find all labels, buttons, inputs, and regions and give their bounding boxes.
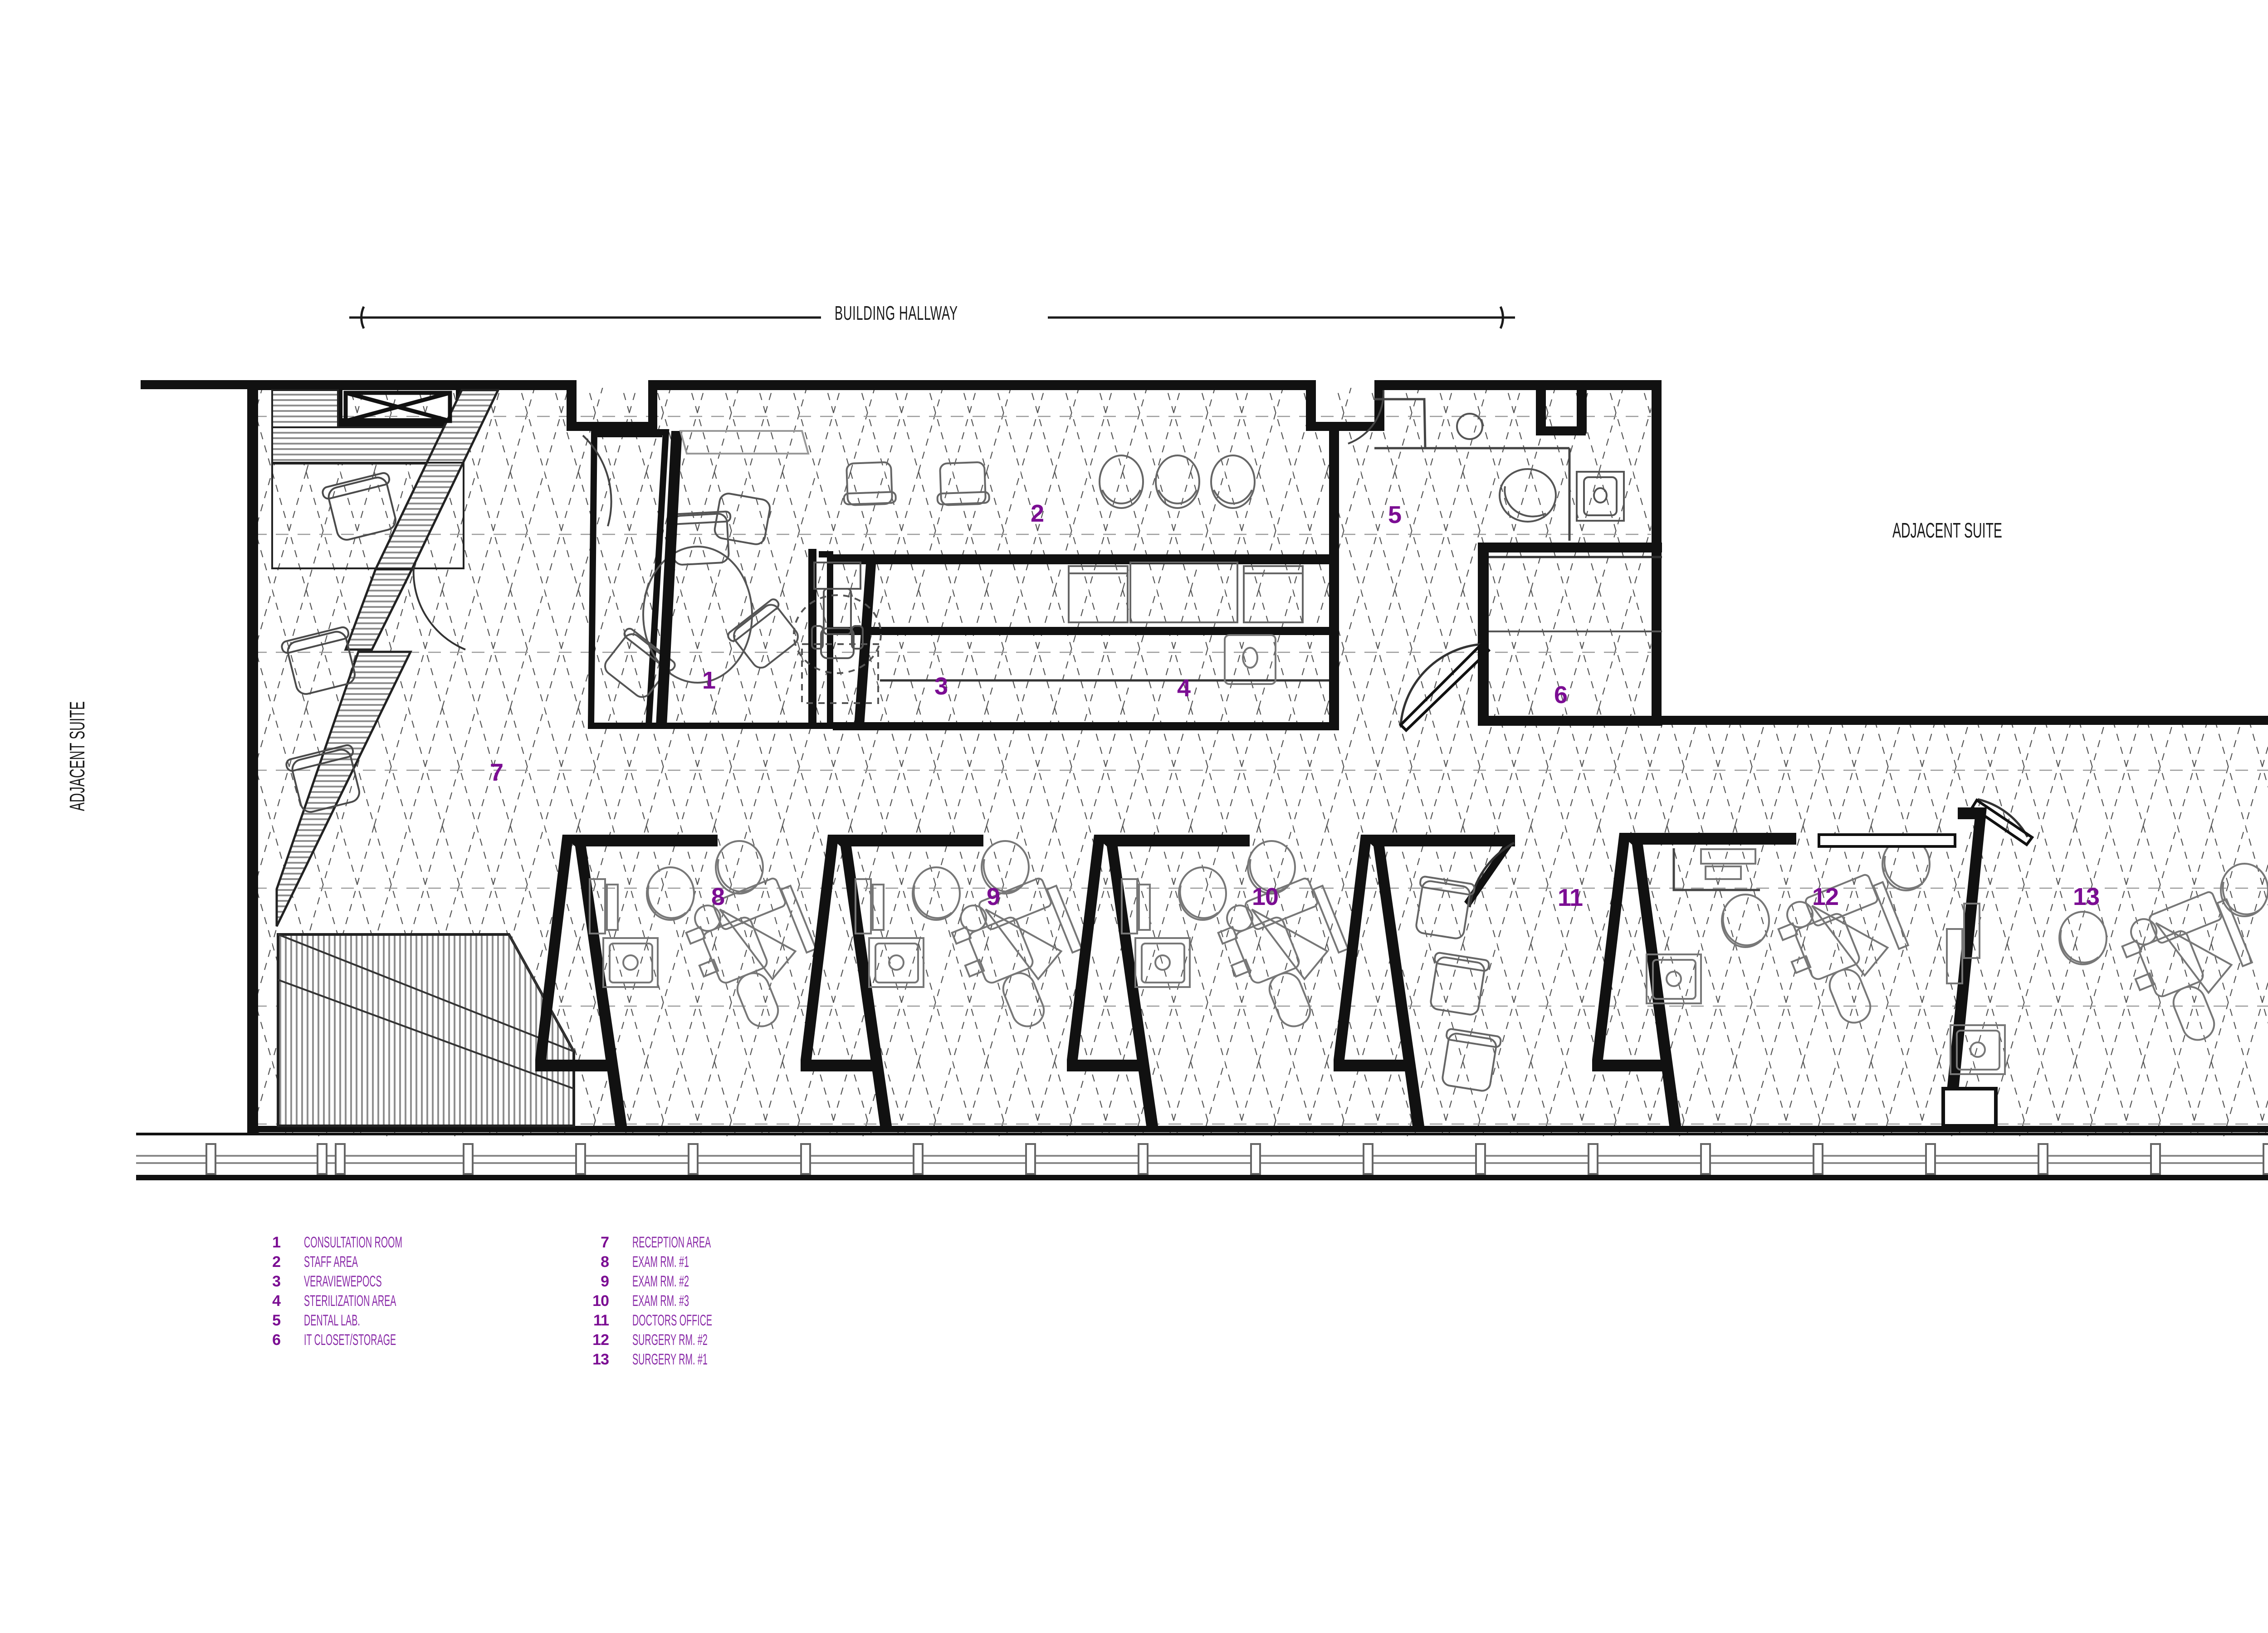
room-number-tag: 8 — [711, 883, 725, 910]
legend-column-1: 1 CONSULTATION ROOM 2 STAFF AREA 3 VERAVIEWEP… — [245, 1234, 474, 1370]
legend-number: 11 — [593, 1312, 609, 1329]
legend-number: 6 — [272, 1331, 281, 1349]
room-dental-lab — [1348, 390, 1625, 541]
legend-row: 9 EXAM RM. #2 — [573, 1273, 770, 1292]
legend-number: 13 — [592, 1351, 609, 1368]
legend-row: 6 IT CLOSET/STORAGE — [245, 1331, 474, 1351]
room-surgery-2 — [1592, 833, 1956, 1126]
lounge-chairs — [281, 472, 466, 813]
room-number-tag: 13 — [2073, 883, 2100, 910]
adjacent-suite-label-right: ADJACENT SUITE — [1892, 518, 2002, 542]
legend-number: 12 — [592, 1331, 609, 1349]
room-number-tag: 4 — [1177, 675, 1191, 702]
legend-column-2: 7 RECEPTION AREA 8 EXAM RM. #1 9 EXAM RM. #2 1… — [573, 1234, 770, 1370]
room-number-tag: 3 — [934, 673, 948, 700]
legend-number: 5 — [272, 1312, 281, 1329]
legend-row: 2 STAFF AREA — [245, 1253, 474, 1273]
legend-label: CONSULTATION ROOM — [304, 1234, 402, 1251]
waiting-bench-wedge — [277, 933, 575, 1127]
legend-label: SURGERY RM. #2 — [632, 1331, 708, 1349]
legend-number: 3 — [272, 1273, 281, 1290]
legend-label: VERAVIEWEPOCS — [304, 1273, 382, 1290]
room-exam-1 — [535, 835, 817, 1126]
legend-label: RECEPTION AREA — [632, 1234, 711, 1251]
legend-label: DENTAL LAB. — [304, 1312, 360, 1329]
legend-row: 3 VERAVIEWEPOCS — [245, 1273, 474, 1292]
exterior-walls — [141, 380, 2268, 1134]
room-number-tag: 10 — [1252, 883, 1279, 910]
legend-number: 1 — [272, 1234, 281, 1251]
legend-label: STERILIZATION AREA — [304, 1292, 396, 1310]
legend-number: 8 — [601, 1253, 609, 1271]
room-number-tag: 11 — [1558, 884, 1583, 911]
room-number-tag: 12 — [1812, 883, 1839, 910]
legend-label: EXAM RM. #2 — [632, 1273, 689, 1290]
interior-partitions — [656, 431, 1339, 730]
bottom-curtain-wall — [136, 1133, 2268, 1180]
room-number-tag: 9 — [987, 883, 1000, 910]
legend-label: STAFF AREA — [304, 1253, 358, 1271]
room-number-tag: 7 — [490, 759, 503, 786]
legend-row: 5 DENTAL LAB. — [245, 1312, 474, 1331]
legend-number: 4 — [272, 1292, 281, 1310]
legend-row: 8 EXAM RM. #1 — [573, 1253, 770, 1273]
legend-row: 11 DOCTORS OFFICE — [573, 1312, 770, 1331]
room-number-tag: 5 — [1388, 501, 1402, 528]
legend-row: 4 STERILIZATION AREA — [245, 1292, 474, 1312]
legend-number: 9 — [601, 1273, 609, 1290]
legend-row: 12 SURGERY RM. #2 — [573, 1331, 770, 1351]
legend-label: SURGERY RM. #1 — [632, 1351, 708, 1368]
legend-row: 7 RECEPTION AREA — [573, 1234, 770, 1253]
room-staff-area — [679, 430, 1304, 623]
room-surgery-1 — [1941, 798, 2268, 1128]
room-veraviewepocs — [793, 562, 882, 704]
legend-number: 2 — [272, 1253, 281, 1271]
legend-label: EXAM RM. #3 — [632, 1292, 689, 1310]
room-doctors-office — [1334, 835, 1515, 1126]
room-it-closet — [1398, 543, 1662, 733]
room-number-tag: 6 — [1554, 681, 1568, 709]
room-sterilization — [880, 634, 1329, 685]
room-number-tag: 1 — [702, 667, 716, 694]
reception-desk — [271, 389, 500, 927]
hallway-dimension-arrow — [349, 306, 1515, 329]
legend-label: IT CLOSET/STORAGE — [304, 1331, 396, 1349]
legend-number: 7 — [601, 1234, 609, 1251]
legend: 1 CONSULTATION ROOM 2 STAFF AREA 3 VERAVIEWEP… — [245, 1234, 770, 1370]
room-number-tag: 2 — [1031, 500, 1044, 527]
adjacent-suite-label-left: ADJACENT SUITE — [65, 701, 89, 811]
legend-row: 13 SURGERY RM. #1 — [573, 1351, 770, 1370]
room-exam-2 — [801, 835, 1083, 1126]
legend-row: 10 EXAM RM. #3 — [573, 1292, 770, 1312]
legend-label: DOCTORS OFFICE — [632, 1312, 713, 1329]
legend-row: 1 CONSULTATION ROOM — [245, 1234, 474, 1253]
vestibule-glazing — [343, 391, 452, 423]
hallway-label: BUILDING HALLWAY — [835, 302, 958, 324]
legend-number: 10 — [592, 1292, 609, 1310]
legend-label: EXAM RM. #1 — [632, 1253, 689, 1271]
room-exam-3 — [1067, 835, 1349, 1126]
